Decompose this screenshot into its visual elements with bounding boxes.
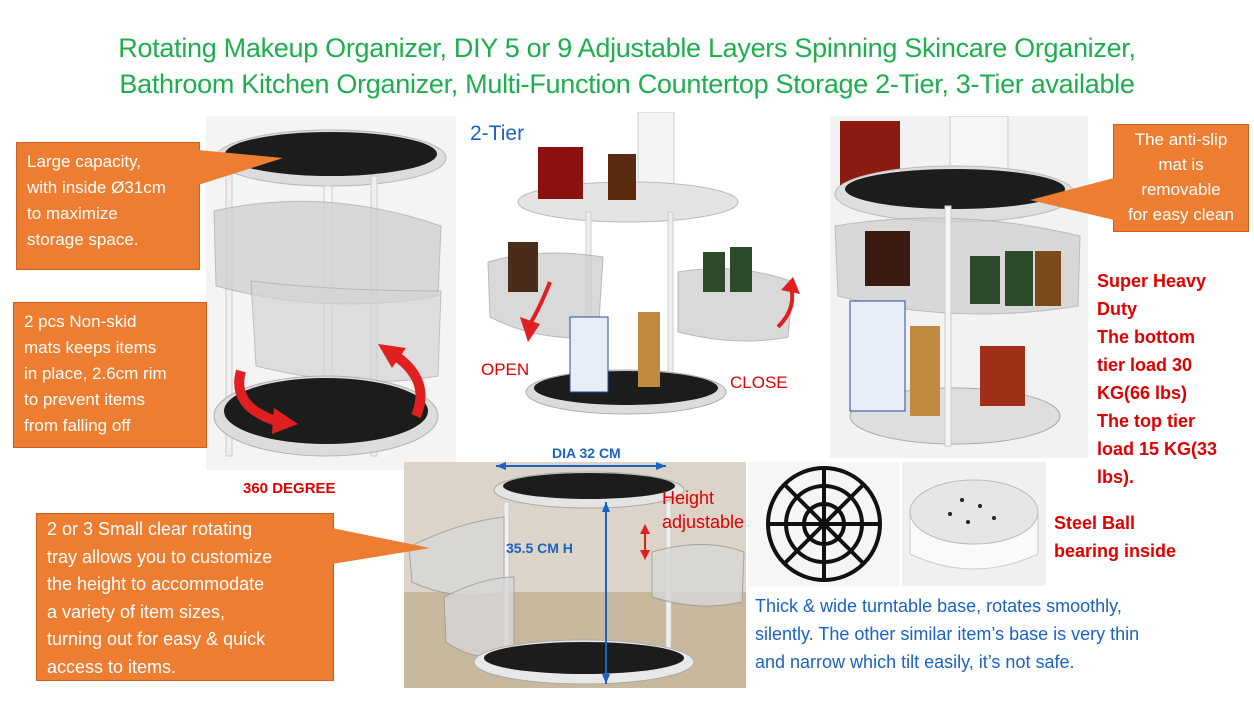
callout-pointer <box>1030 178 1114 220</box>
spider-base-illustration <box>766 466 882 582</box>
organizer-illustration <box>213 129 447 457</box>
label-2-tier: 2-Tier <box>470 122 525 145</box>
turntable-illustration <box>909 479 1039 570</box>
callout-large-capacity: Large capacity, with inside Ø31cm to max… <box>16 142 200 270</box>
callout-pointer <box>332 528 430 564</box>
callout-anti-slip: The anti-slip mat is removable for easy … <box>1113 124 1249 232</box>
callout-clear-trays: 2 or 3 Small clear rotating tray allows … <box>36 513 334 681</box>
organizer-closeup-illustration <box>834 115 1081 447</box>
product-photo-bearing <box>748 462 900 586</box>
base-description: Thick & wide turntable base, rotates smo… <box>755 596 1140 672</box>
callout-pointer <box>198 150 283 185</box>
product-photo-turntable <box>902 462 1046 586</box>
label-close: CLOSE <box>730 373 788 392</box>
heavy-duty-text: Super Heavy Duty The bottom tier load 30… <box>1097 271 1218 487</box>
product-photo-3tier <box>206 116 456 470</box>
page-title: Rotating Makeup Organizer, DIY 5 or 9 Ad… <box>118 33 1136 99</box>
product-photo-2tier <box>478 111 813 432</box>
callout-non-skid: 2 pcs Non-skid mats keeps items in place… <box>13 302 207 448</box>
two-tier-illustration <box>487 111 800 415</box>
label-height-cm: 35.5 CM H <box>506 540 573 556</box>
product-photo-antislip <box>830 115 1088 458</box>
label-steel-ball: Steel Ball bearing inside <box>1054 513 1177 561</box>
product-photo-dimensions <box>404 462 746 688</box>
label-open: OPEN <box>481 360 530 379</box>
label-height-adjustable: Height adjustable <box>662 488 745 532</box>
dimension-illustration <box>404 462 746 688</box>
label-360-degree: 360 DEGREE <box>243 480 336 497</box>
label-diameter: DIA 32 CM <box>552 445 621 461</box>
